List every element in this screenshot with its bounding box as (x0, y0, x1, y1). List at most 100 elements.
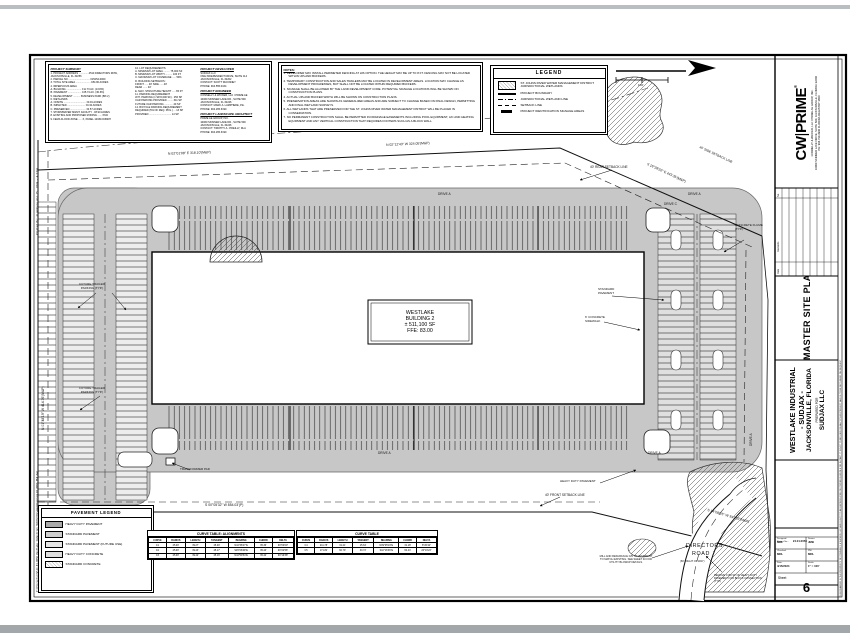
designed-caption: Designed: (777, 538, 787, 540)
legend-item: SETBACK LINE (496, 103, 603, 107)
pavement-legend-box: PAVEMENT LEGEND HEAVY DUTY PAVEMENT STAN… (38, 505, 154, 593)
note-item: 2. TEMPORARY CONSTRUCTION AND SALES TRAI… (283, 78, 464, 87)
sheet-caption: Sheet (778, 576, 787, 580)
curve-cell: 60.79' (332, 547, 353, 554)
leader-lines (77, 169, 745, 573)
logo-registered-icon: ® (792, 85, 798, 89)
project-title-section: WESTLAKE INDUSTRIAL - SUDJAX - JACKSONVI… (775, 360, 838, 460)
setback-label: 40' REAR SETBACK LINE (590, 165, 628, 169)
note-item: 4. ACTUAL UPLAND BUFFER WIDTH WILL BE SH… (283, 94, 398, 99)
curve-cell: 35.42' (253, 552, 274, 559)
site-structures (117, 235, 263, 468)
pavement-item-label: STANDARD CONCRETE (65, 562, 101, 567)
curve-cell: 60.44' (398, 547, 418, 554)
project-landscape-body: PRIME AE GROUP, INC. 10060 SKINNER LAKE … (200, 117, 246, 134)
logo-pipe: | (792, 133, 810, 137)
notes-title: NOTES: (283, 67, 295, 72)
curve-table-alignments: CURVE TABLE: ALIGNMENTS CURVE RADIUS LEN… (147, 530, 295, 560)
legend-title: LEGEND (493, 69, 605, 79)
page-edge-top (0, 5, 850, 9)
boundary-bearing: S 00°05'32" W 854.03'(P) (205, 503, 244, 507)
page-edge-bottom (0, 625, 850, 633)
legend-item: PROJECT IDENTIFICATION SIGNAGE AREAS (496, 108, 603, 113)
curve-table-title: CURVE TABLE (297, 531, 437, 537)
note-item: 7. NO PERMANENT CONSTRUCTION SHALL BE PE… (283, 115, 474, 123)
prepared-for-label: PREPARED FOR (814, 397, 819, 423)
legend-item-label: PROJECT IDENTIFICATION SIGNAGE AREAS (520, 108, 585, 113)
dash-dot-line-symbol (497, 99, 516, 101)
pavement-item: HEAVY DUTY PAVEMENT (44, 521, 148, 528)
car-parking-field (657, 213, 737, 461)
wetland-hatch-swatch (497, 80, 516, 90)
landscape-islands (670, 229, 724, 431)
lot-requirements-col: 10. LOT REQUIREMENTS A. MINIMUM LOT AREA… (135, 67, 197, 138)
dock-stalls (166, 206, 630, 450)
drive-label: DRIVE A (438, 192, 451, 196)
project-engineer-body: CONNELLY & WICKER, LLC / PRIME AE 10060 … (200, 94, 248, 111)
directors-road (678, 477, 757, 602)
sheet-title-section: MASTER SITE PLAN (775, 276, 838, 360)
scale-value: 1" = 100' (808, 564, 820, 568)
callout-label: HEAVY DUTY PAVEMENT (560, 479, 596, 483)
title-block-lines (775, 187, 838, 586)
drawn-cell: Drawn: JMB (808, 538, 815, 544)
building-number: BUILDING 2 (405, 316, 435, 322)
setback-lines (38, 150, 753, 505)
drawn-caption: Drawn: (808, 538, 815, 540)
standard-pavement-swatch (44, 531, 63, 538)
drive-label: DRIVE A (749, 433, 753, 446)
project-no-caption: Project No.: (777, 541, 789, 543)
curve-cell: 25.16' (205, 552, 229, 559)
road-row-label: (60' RIGHT OF WAY) (680, 560, 705, 563)
sheet-title: MASTER SITE PLAN (801, 276, 812, 360)
table-row: C5 171.82' 60.79' 30.72' S10°16'36"E 60.… (296, 547, 437, 554)
project-developer-body: SUDJAX LLC ONE INDEPENDENT DRIVE, SUITE … (200, 71, 248, 88)
standard-concrete-swatch (44, 561, 63, 568)
revisions-no-label: No. (777, 193, 780, 197)
date-value: 4/15/2024 (777, 564, 790, 568)
project-summary-box: PROJECT SUMMARY 1. PROJECT ADDRESS .....… (45, 61, 272, 143)
pavement-item-label: HEAVY DUTY CONCRETE (65, 551, 104, 556)
road-name: ROAD (692, 551, 710, 557)
building-ffe: FFE: 83.00 (407, 328, 433, 334)
pavement-item: HEAVY DUTY CONCRETE (44, 551, 148, 558)
legend-item: JURISDICTIONAL WETLAND LINE (496, 97, 603, 102)
pavement-item: STANDARD PAVEMENT (FUTURE USE) (44, 541, 148, 548)
pavement-item: STANDARD PAVEMENT (44, 531, 148, 538)
drive-label: DRIVE A (688, 192, 701, 196)
project-contacts-col: PROJECT DEVELOPER SUDJAX LLC ONE INDEPEN… (200, 67, 266, 138)
corner-pads (151, 205, 671, 455)
legend-item-label: JURISDICTIONAL WETLAND LINE (520, 97, 569, 102)
curve-cell: C3 (148, 552, 167, 559)
road-name: DIRECTORS (686, 543, 724, 549)
building-footprint (151, 251, 645, 405)
project-name-line: WESTLAKE INDUSTRIAL (787, 367, 797, 453)
filled-bar-symbol (501, 109, 512, 113)
titleblock-logo-section: CW|PRIME® CONNELLY & WICKER, LLC / PRIME… (775, 58, 838, 188)
project-summary-items: 1. PROJECT ADDRESS ............. 4510 DI… (50, 71, 118, 121)
curve-cell: 39.42' (184, 552, 207, 559)
callout-label: FUTURE TRAILER PARKING (TYP.) (79, 386, 105, 394)
callout-label: CONCRETE FLUME (TYP.) (735, 223, 763, 231)
notes-box: NOTES: 1. DEVELOPER MAY INSTALL PERIMETE… (278, 62, 483, 132)
curve-cell: 171.82' (314, 547, 334, 554)
pm-cell: PM: MDL (808, 550, 814, 556)
legend-item: PROJECT BOUNDARY (496, 91, 603, 95)
construction-note: REMOVE ±150 SF OF HEAVY DUTY PAVEMENT FO… (714, 574, 762, 584)
dashed-line-symbol (497, 105, 516, 107)
revisions-date-label: Date (777, 268, 780, 274)
client-name: SUDJAX LLC (818, 389, 826, 431)
file-path-stamp: P:\Projects\CW\24.01.0056 Westlake Indus… (36, 471, 39, 592)
note-item: 1. DEVELOPER MAY INSTALL PERIMETER FENCI… (283, 70, 470, 79)
building-label: WESTLAKE BUILDING 2 ± 511,100 SF FFE: 83… (368, 300, 472, 344)
scale-cell: Scale: 1" = 100' (808, 562, 819, 568)
drawn-value: JMB (808, 540, 814, 544)
callout-label: TRANSFORMER PAD (180, 467, 210, 471)
project-no-label: Project No.: 24.01.0056 (777, 529, 807, 547)
checked-value: MDL (777, 552, 784, 556)
scale-label: 100' (638, 83, 644, 87)
checked-cell: Checked: MDL (777, 550, 786, 556)
curve-cell: 20°16'24" (416, 547, 437, 554)
curve-cell: 30.72' (351, 547, 375, 554)
